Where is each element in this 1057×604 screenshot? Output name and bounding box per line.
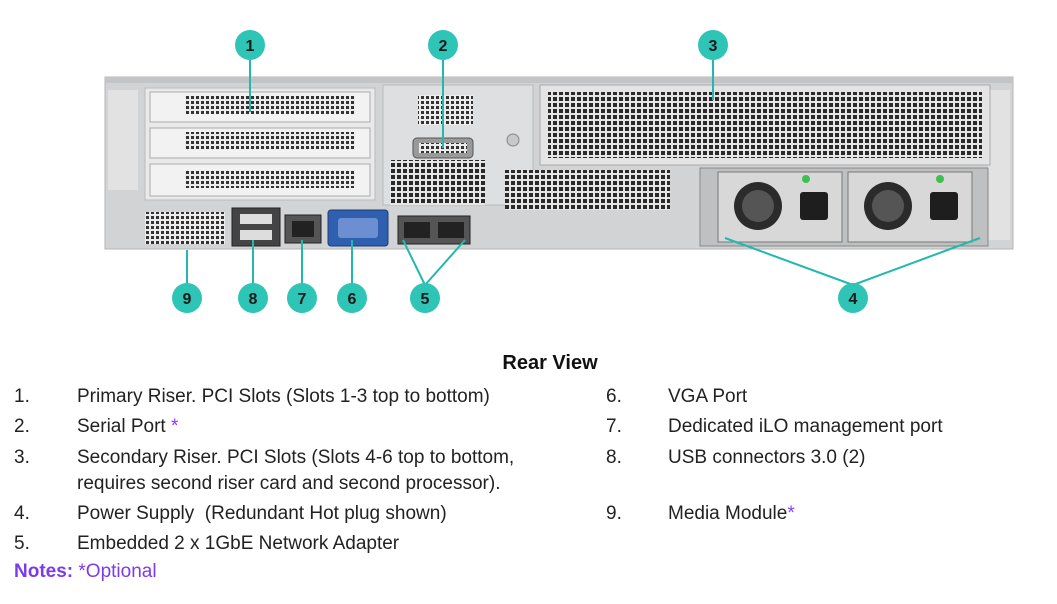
callout-2: 2 — [428, 30, 458, 60]
legend-item-text-line2: requires second riser card and second pr… — [77, 473, 501, 494]
optional-marker: * — [170, 416, 179, 437]
legend-item-text: Power Supply (Redundant Hot plug shown) — [77, 503, 447, 524]
legend-item-text: Serial Port — [77, 416, 166, 437]
callout-4-label: 4 — [849, 291, 858, 308]
callout-3-label: 3 — [709, 38, 718, 55]
media-module — [145, 212, 225, 244]
legend-item-number: 1. — [14, 386, 30, 407]
primary-riser-slots — [144, 87, 376, 201]
vent — [505, 170, 670, 210]
legend-item-text: Dedicated iLO management port — [668, 416, 943, 437]
callout-3: 3 — [698, 30, 728, 60]
optional-marker: * — [787, 503, 795, 524]
legend-item-text: Media Module — [668, 503, 788, 524]
callout-5: 5 — [410, 283, 440, 313]
callout-4: 4 — [838, 283, 868, 313]
legend-item-number: 3. — [14, 447, 30, 468]
legend-item-text: USB connectors 3.0 (2) — [668, 447, 866, 468]
usb-connectors — [231, 207, 281, 247]
legend-item-number: 2. — [14, 416, 30, 437]
callout-7-label: 7 — [298, 291, 307, 308]
callout-5-label: 5 — [421, 291, 430, 308]
callout-9-label: 9 — [183, 291, 192, 308]
callout-8-label: 8 — [249, 291, 258, 308]
port-row — [145, 207, 471, 247]
callout-1: 1 — [235, 30, 265, 60]
legend-item-number: 8. — [606, 447, 622, 468]
notes-label: Notes: — [14, 561, 74, 582]
power-supply-2 — [847, 171, 973, 243]
notes: Notes: *Optional — [14, 561, 157, 583]
secondary-riser — [539, 84, 991, 166]
callout-lines — [186, 60, 981, 286]
legend-item-text: Embedded 2 x 1GbE Network Adapter — [77, 533, 400, 554]
power-supplies — [699, 167, 989, 247]
callout-9: 9 — [172, 283, 202, 313]
callout-6: 6 — [337, 283, 367, 313]
callout-7: 7 — [287, 283, 317, 313]
callout-6-label: 6 — [348, 291, 357, 308]
legend-item-number: 7. — [606, 416, 622, 437]
legend-item-number: 6. — [606, 386, 622, 407]
legend-item-text: Secondary Riser. PCI Slots (Slots 4-6 to… — [77, 447, 515, 468]
callout-1-label: 1 — [246, 38, 255, 55]
legend-item-number: 9. — [606, 503, 622, 524]
legend-item-text: VGA Port — [668, 386, 748, 407]
diagram-title: Rear View — [502, 352, 598, 374]
legend-item-number: 4. — [14, 503, 30, 524]
callout-2-label: 2 — [439, 38, 448, 55]
callout-8: 8 — [238, 283, 268, 313]
legend-item-text: Primary Riser. PCI Slots (Slots 1-3 top … — [77, 386, 490, 407]
notes-text: *Optional — [78, 561, 157, 582]
server-rear-diagram: 1 2 3 4 5 6 7 8 9 — [104, 30, 1014, 313]
power-supply-1 — [717, 171, 843, 243]
legend-item-number: 5. — [14, 533, 30, 554]
